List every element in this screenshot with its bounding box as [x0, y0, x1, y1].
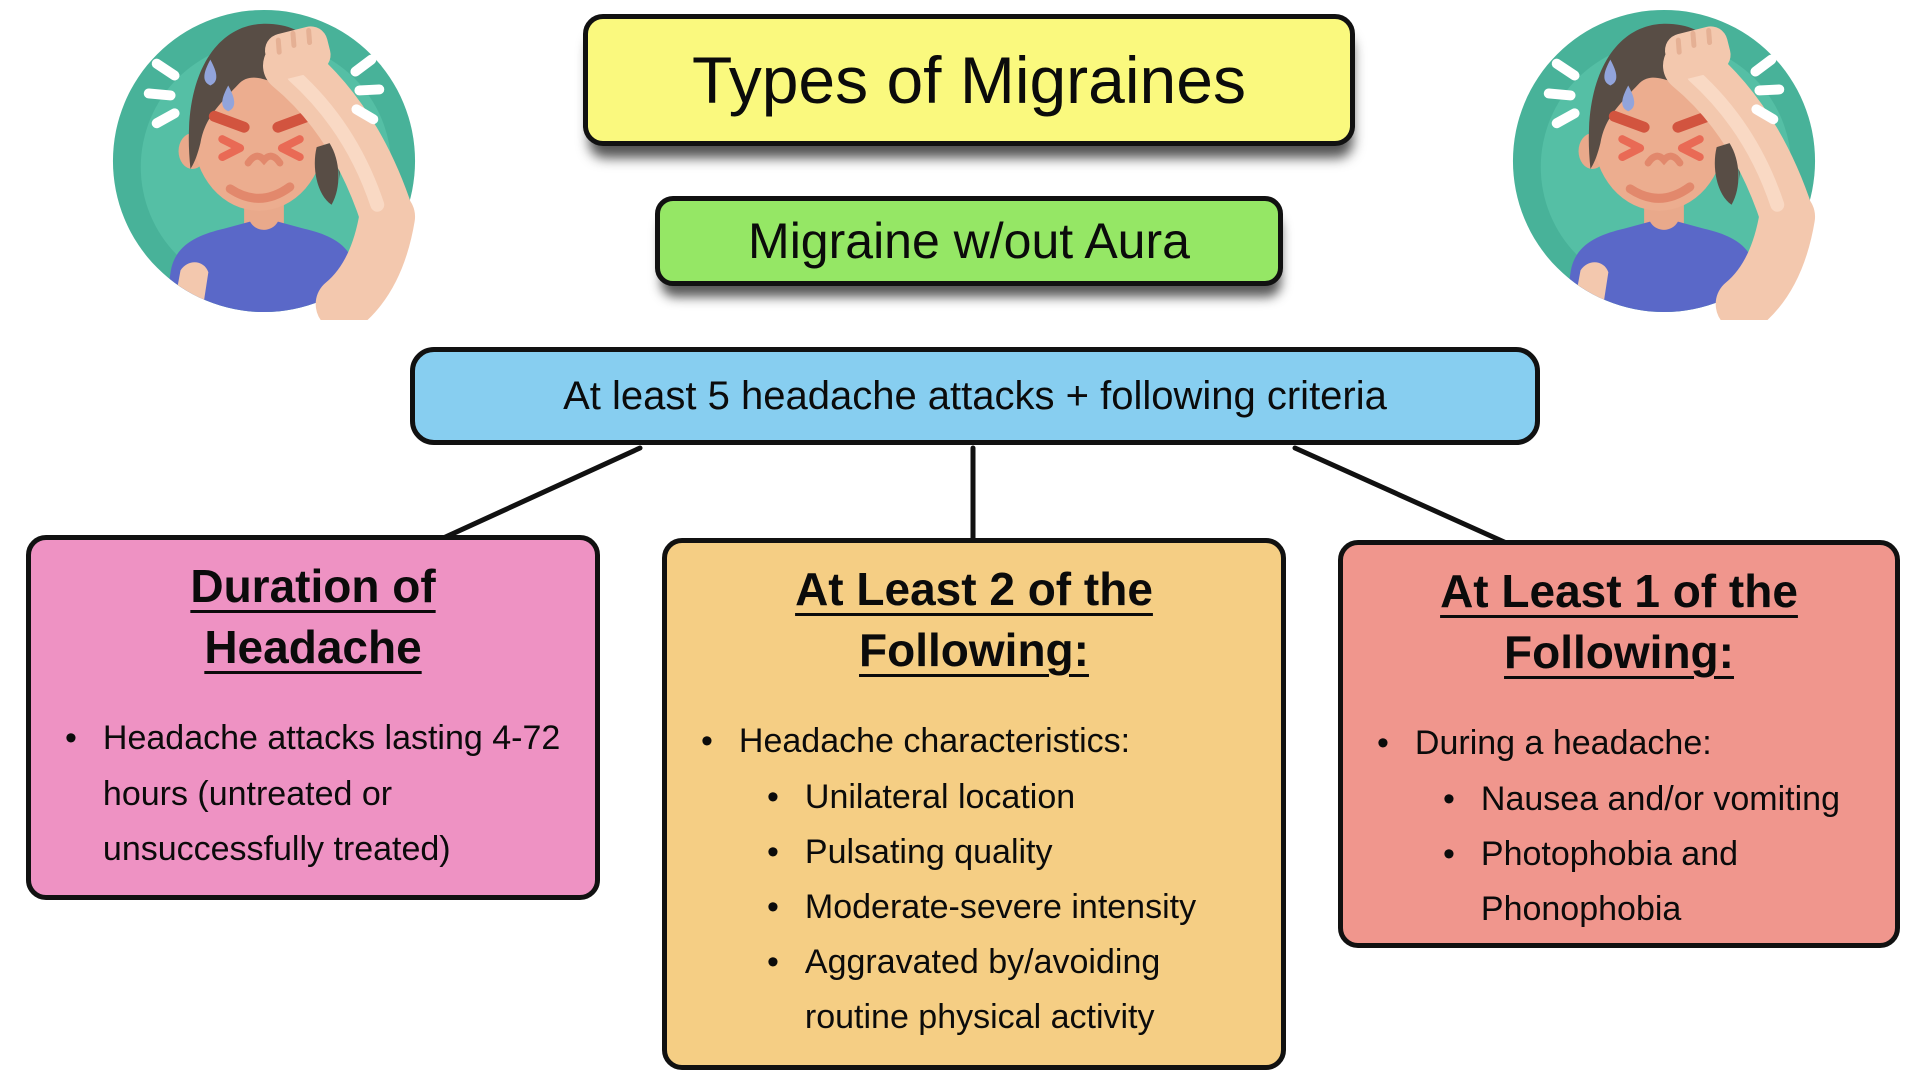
connector-right	[1292, 445, 1525, 553]
bullet-item: • Moderate-severe intensity	[687, 880, 1261, 935]
branch-at-least-1-of-following: At Least 1 of the Following: • During a h…	[1338, 540, 1900, 948]
branch-at-least-2-of-following: At Least 2 of the Following: • Headache c…	[662, 538, 1286, 1070]
subtitle-migraine-without-aura: Migraine w/out Aura	[655, 196, 1283, 286]
person-facepalm-headache-icon	[1505, 2, 1823, 320]
bullet-item: • Headache attacks lasting 4-72 hours (un…	[51, 711, 575, 876]
bullet-text: Pulsating quality	[804, 832, 1053, 871]
bullet-item: • Headache characteristics:	[687, 714, 1261, 769]
bullet-dot: •	[1443, 779, 1455, 818]
criteria-label: At least 5 headache attacks + following …	[563, 373, 1387, 418]
bullet-list: • Headache characteristics: • Unilateral lo…	[687, 714, 1261, 1044]
bullet-dot: •	[1443, 834, 1455, 873]
connector-left	[425, 445, 643, 548]
bullet-item: • Aggravated by/avoiding routine physical…	[687, 935, 1261, 1045]
bullet-text: Photophobia and Phonophobia	[1480, 834, 1739, 928]
criteria-box: At least 5 headache attacks + following …	[410, 347, 1540, 445]
bullet-text: Nausea and/or vomiting	[1480, 779, 1840, 818]
branch-heading: At Least 2 of the Following:	[795, 563, 1153, 676]
page-title: Types of Migraines	[583, 14, 1355, 146]
bullet-dot: •	[65, 719, 77, 758]
bullet-item: • Pulsating quality	[687, 825, 1261, 880]
bullet-text: Unilateral location	[804, 777, 1076, 816]
bullet-dot: •	[767, 942, 779, 981]
bullet-item: • Unilateral location	[687, 770, 1261, 825]
bullet-list: • During a headache: • Nausea and/or vomiti…	[1363, 716, 1875, 936]
bullet-list: • Headache attacks lasting 4-72 hours (un…	[51, 711, 575, 876]
bullet-dot: •	[701, 722, 713, 761]
bullet-text: Headache characteristics:	[738, 722, 1131, 761]
bullet-text: Headache attacks lasting 4-72 hours (unt…	[102, 719, 561, 868]
bullet-dot: •	[1377, 724, 1389, 763]
branch-heading: Duration of Headache	[190, 560, 436, 673]
subtitle-label: Migraine w/out Aura	[748, 213, 1190, 269]
bullet-item: • Nausea and/or vomiting	[1363, 772, 1875, 827]
branch-duration-of-headache: Duration of Headache • Headache attacks l…	[26, 535, 600, 900]
bullet-item: • During a headache:	[1363, 716, 1875, 771]
branch-heading: At Least 1 of the Following:	[1440, 565, 1798, 678]
bullet-dot: •	[767, 832, 779, 871]
bullet-text: During a headache:	[1414, 724, 1712, 763]
bullet-item: • Photophobia and Phonophobia	[1363, 827, 1875, 937]
bullet-dot: •	[767, 887, 779, 926]
bullet-dot: •	[767, 777, 779, 816]
bullet-text: Aggravated by/avoiding routine physical …	[804, 942, 1161, 1036]
person-facepalm-headache-icon	[105, 2, 423, 320]
bullet-text: Moderate-severe intensity	[804, 887, 1197, 926]
page-title-label: Types of Migraines	[692, 43, 1246, 117]
